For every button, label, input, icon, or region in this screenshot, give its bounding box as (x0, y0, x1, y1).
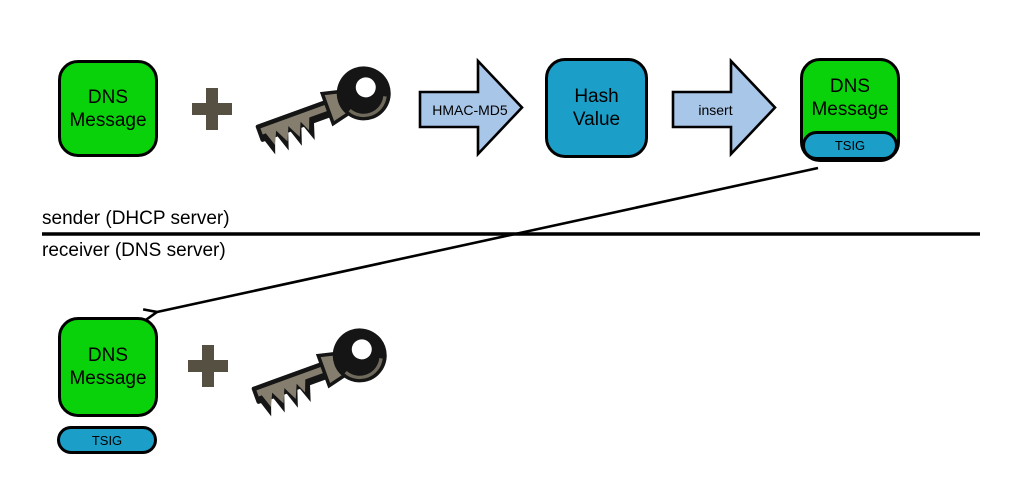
tsig-label: TSIG (834, 138, 866, 153)
dns-message-label: DNS Message (69, 86, 147, 131)
receiver-section-label: receiver (DNS server) (42, 240, 226, 261)
hash-value-box: Hash Value (545, 58, 648, 158)
dns-message-box-signed: DNS Message TSIG (800, 58, 900, 162)
sender-section-label: sender (DHCP server) (42, 208, 230, 229)
hmac-arrow-label: HMAC-MD5 (432, 101, 508, 118)
dns-message-label: DNS Message (69, 345, 147, 389)
insert-arrow-label: insert (698, 101, 733, 118)
key-icon (242, 319, 397, 423)
plus-icon (192, 88, 232, 130)
dns-message-label: DNS Message (811, 76, 889, 120)
key-icon (246, 57, 401, 161)
dns-message-box-sender: DNS Message (58, 60, 158, 157)
hmac-block-arrow (418, 57, 524, 158)
message-transfer-arrow (157, 166, 819, 312)
plus-icon (188, 345, 228, 387)
tsig-label: TSIG (91, 432, 123, 448)
tsig-pill: TSIG (57, 426, 157, 454)
hash-value-label: Hash Value (572, 86, 621, 130)
dns-message-box-received: DNS Message (58, 317, 158, 417)
insert-block-arrow (671, 57, 777, 158)
tsig-badge: TSIG (802, 131, 898, 160)
